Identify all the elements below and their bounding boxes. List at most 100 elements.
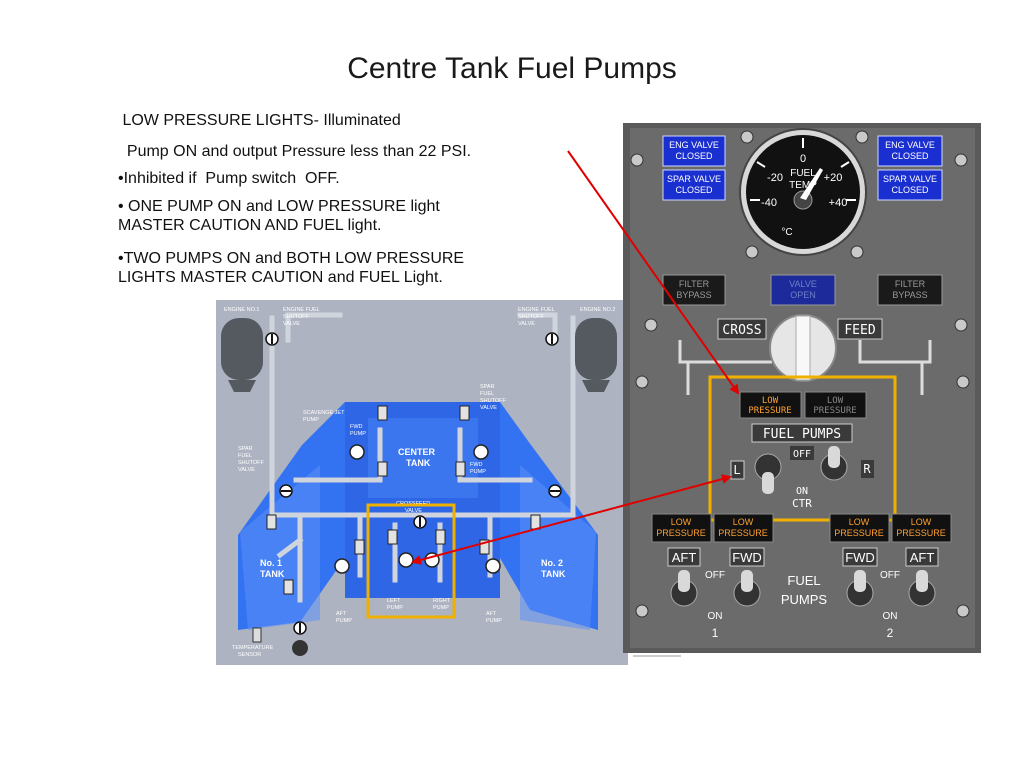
- svg-text:ON: ON: [796, 486, 808, 497]
- svg-text:FUEL: FUEL: [787, 573, 820, 588]
- svg-text:TANK: TANK: [541, 569, 566, 579]
- cross-label: CROSS: [722, 323, 761, 338]
- svg-text:PUMPS: PUMPS: [781, 592, 828, 607]
- svg-text:PUMP: PUMP: [350, 431, 366, 437]
- svg-text:BYPASS: BYPASS: [676, 290, 711, 300]
- feed-label: FEED: [844, 323, 875, 338]
- svg-text:BYPASS: BYPASS: [892, 290, 927, 300]
- svg-text:FWD: FWD: [350, 424, 363, 430]
- svg-text:OFF: OFF: [880, 570, 900, 581]
- fwd-pump-switch-2[interactable]: [854, 570, 866, 592]
- ctr-pump-switch-left[interactable]: [762, 472, 774, 494]
- aft-pump-switch-2[interactable]: [916, 570, 928, 592]
- svg-text:RIGHT: RIGHT: [433, 598, 451, 604]
- svg-text:VALVE: VALVE: [238, 467, 255, 473]
- svg-text:FUEL: FUEL: [238, 453, 252, 459]
- gauge-needle: [800, 168, 823, 200]
- svg-text:PUMP: PUMP: [470, 469, 486, 475]
- svg-text:-20: -20: [767, 172, 783, 184]
- right-switch-label: R: [863, 462, 871, 476]
- svg-text:CLOSED: CLOSED: [675, 185, 713, 195]
- eng-valve-closed-light-2: [877, 135, 943, 167]
- label-center-tank: CENTER: [398, 447, 436, 457]
- svg-text:LOW: LOW: [733, 517, 754, 527]
- svg-text:1: 1: [712, 626, 719, 640]
- aft-pump-switch-1[interactable]: [678, 570, 690, 592]
- svg-text:FWD: FWD: [845, 550, 875, 565]
- svg-text:ENG VALVE: ENG VALVE: [885, 140, 935, 150]
- svg-text:SPAR: SPAR: [480, 384, 495, 390]
- bullet-line-5: MASTER CAUTION AND FUEL light.: [118, 217, 382, 234]
- svg-text:SENSOR: SENSOR: [238, 652, 261, 658]
- svg-text:TANK: TANK: [406, 458, 431, 468]
- svg-text:SHUTOFF: SHUTOFF: [480, 398, 507, 404]
- bullet-line-2: Pump ON and output Pressure less than 22…: [118, 143, 472, 160]
- svg-text:PRESSURE: PRESSURE: [748, 406, 791, 416]
- panel-highlight-box: [708, 375, 897, 522]
- svg-text:LOW: LOW: [671, 517, 692, 527]
- svg-text:+40: +40: [829, 197, 848, 209]
- svg-text:PRESSURE: PRESSURE: [718, 528, 768, 538]
- svg-text:OPEN: OPEN: [790, 290, 816, 300]
- svg-text:-40: -40: [761, 197, 777, 209]
- svg-text:CLOSED: CLOSED: [891, 185, 929, 195]
- svg-text:LOW: LOW: [827, 396, 844, 406]
- svg-text:VALVE: VALVE: [518, 321, 535, 327]
- svg-text:SPAR: SPAR: [238, 446, 253, 452]
- svg-text:ENGINE FUEL: ENGINE FUEL: [283, 307, 320, 313]
- fwd-pump-switch-1[interactable]: [741, 570, 753, 592]
- svg-text:PUMP: PUMP: [303, 417, 319, 423]
- left-switch-label: L: [733, 463, 740, 477]
- svg-text:PRESSURE: PRESSURE: [834, 528, 884, 538]
- label-tank-1: No. 1: [260, 558, 282, 568]
- svg-text:TANK: TANK: [260, 569, 285, 579]
- slide-title: Centre Tank Fuel Pumps: [347, 52, 677, 85]
- svg-text:PRESSURE: PRESSURE: [813, 406, 856, 416]
- ctr-pump-switch-right[interactable]: [828, 446, 840, 468]
- svg-text:AFT: AFT: [672, 550, 697, 565]
- svg-text:SHUTOFF: SHUTOFF: [283, 314, 310, 320]
- svg-text:0: 0: [800, 153, 806, 165]
- svg-text:FWD: FWD: [732, 550, 762, 565]
- bullet-line-6: •TWO PUMPS ON and BOTH LOW PRESSURE: [118, 250, 465, 267]
- bullet-line-7: LIGHTS MASTER CAUTION and FUEL Light.: [118, 269, 443, 286]
- svg-text:SPAR VALVE: SPAR VALVE: [667, 174, 721, 184]
- svg-text:FILTER: FILTER: [679, 279, 710, 289]
- temperature-sensor: [252, 627, 262, 643]
- svg-text:FUEL: FUEL: [480, 391, 494, 397]
- svg-text:FILTER: FILTER: [895, 279, 926, 289]
- engine-fuel-pump: [292, 640, 308, 656]
- spar-valve-closed-light-2: [877, 169, 943, 201]
- svg-text:ENGINE FUEL: ENGINE FUEL: [518, 307, 555, 313]
- svg-text:PUMP: PUMP: [387, 605, 403, 611]
- fuel-pumps-ctr-label: FUEL PUMPS: [763, 427, 841, 442]
- svg-text:PRESSURE: PRESSURE: [656, 528, 706, 538]
- svg-text:PUMP: PUMP: [336, 618, 352, 624]
- svg-text:AFT: AFT: [486, 611, 497, 617]
- svg-text:PRESSURE: PRESSURE: [896, 528, 946, 538]
- svg-text:SHUTOFF: SHUTOFF: [238, 460, 265, 466]
- svg-text:ON: ON: [708, 611, 723, 622]
- svg-text:AFT: AFT: [910, 550, 935, 565]
- fuel-temp-gauge: 0 -20 +20 -40 +40 FUEL TEMP °C: [739, 128, 867, 256]
- svg-text:2: 2: [887, 626, 894, 640]
- svg-text:FUEL: FUEL: [790, 168, 816, 179]
- svg-text:CLOSED: CLOSED: [891, 151, 929, 161]
- svg-text:SCAVENGE JET: SCAVENGE JET: [303, 410, 345, 416]
- svg-text:SHUTOFF: SHUTOFF: [518, 314, 545, 320]
- center-tank-pumps: LOW PRESSURE LOW PRESSURE FUEL PUMPS OFF…: [730, 391, 874, 510]
- svg-text:ENG VALVE: ENG VALVE: [669, 140, 719, 150]
- svg-text:CTR: CTR: [792, 497, 812, 510]
- bullet-line-4: • ONE PUMP ON and LOW PRESSURE light: [118, 198, 440, 215]
- svg-text:VALVE: VALVE: [480, 405, 497, 411]
- svg-text:OFF: OFF: [705, 570, 725, 581]
- svg-text:SPAR VALVE: SPAR VALVE: [883, 174, 937, 184]
- svg-text:LOW: LOW: [762, 396, 779, 406]
- svg-text:TEMPERATURE: TEMPERATURE: [232, 645, 273, 651]
- svg-text:AFT: AFT: [336, 611, 347, 617]
- svg-text:VALVE: VALVE: [283, 321, 300, 327]
- svg-text:LOW: LOW: [911, 517, 932, 527]
- svg-text:+20: +20: [824, 172, 843, 184]
- engine-1: [221, 318, 263, 392]
